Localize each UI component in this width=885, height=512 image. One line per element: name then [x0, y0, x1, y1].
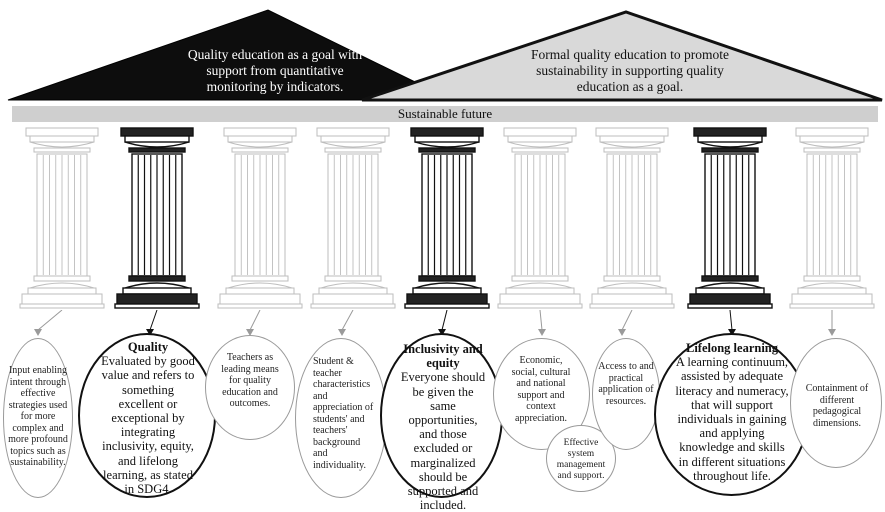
roof-left-text: Quality education as a goal with support… — [187, 47, 363, 94]
pillar-emphasized — [114, 127, 200, 309]
ellipse-inclusivity — [380, 333, 503, 498]
connector-arrow — [34, 310, 63, 336]
ellipse-system-management-text: Effective system management and support. — [556, 438, 606, 481]
roof-left-dark — [7, 9, 453, 101]
quality-title: Quality — [127, 340, 169, 354]
connector-arrow — [246, 310, 261, 336]
connector-arrow — [338, 310, 354, 336]
pillar-emphasized — [404, 127, 490, 309]
ellipse-economic-text: Economic, social, cultural and national … — [511, 355, 571, 424]
connector-arrow — [438, 310, 448, 336]
pillar-faded — [310, 127, 396, 309]
pillar-faded — [589, 127, 675, 309]
ellipse-input — [3, 338, 73, 498]
pillar-faded — [217, 127, 303, 309]
ellipse-lifelong-text: Lifelong learning A learning continuum, … — [674, 341, 790, 483]
ellipse-student-teacher-text: Student & teacher characteristics and ap… — [313, 356, 374, 471]
ellipse-inclusivity-text: Inclusivity and equity Everyone should b… — [400, 342, 486, 512]
pillars-row — [19, 127, 875, 309]
ellipse-teachers — [205, 335, 295, 440]
connector-arrows — [34, 310, 836, 336]
pillar-faded — [789, 127, 875, 309]
connector-arrow — [146, 310, 158, 336]
lifelong-body: A learning continuum, assisted by adequa… — [675, 355, 789, 483]
connector-arrow — [618, 310, 633, 336]
roof-right-text: Formal quality education to promote sust… — [531, 47, 729, 94]
quality-body: Evaluated by good value and refers to so… — [101, 354, 195, 497]
roof-graphic — [7, 9, 883, 102]
connector-arrow — [828, 310, 836, 336]
ellipse-pedagogical — [790, 338, 882, 468]
ellipse-quality-text: Quality Evaluated by good value and refe… — [98, 340, 198, 496]
beam-label: Sustainable future — [397, 106, 493, 121]
ellipse-lifelong — [654, 333, 809, 496]
connector-arrow — [728, 310, 736, 336]
roof-right-light — [361, 10, 883, 102]
inclusivity-title: Inclusivity and equity — [403, 342, 483, 371]
ellipse-pedagogical-text: Containment of different pedagogical dim… — [805, 383, 869, 429]
ellipse-teachers-text: Teachers as leading means for quality ed… — [221, 352, 279, 409]
ellipse-input-text: Input enabling intent through effective … — [8, 365, 68, 468]
connector-arrow — [538, 310, 546, 336]
lifelong-title: Lifelong learning — [685, 341, 779, 355]
ellipse-access-text: Access to and practical application of r… — [598, 361, 654, 407]
inclusivity-body: Everyone should be given the same opport… — [400, 370, 486, 512]
pillar-faded — [19, 127, 105, 309]
ellipse-access — [592, 338, 660, 450]
pillar-faded — [497, 127, 583, 309]
sustainable-future-beam — [12, 106, 878, 122]
ellipse-quality — [78, 333, 216, 498]
pillar-emphasized — [687, 127, 773, 309]
